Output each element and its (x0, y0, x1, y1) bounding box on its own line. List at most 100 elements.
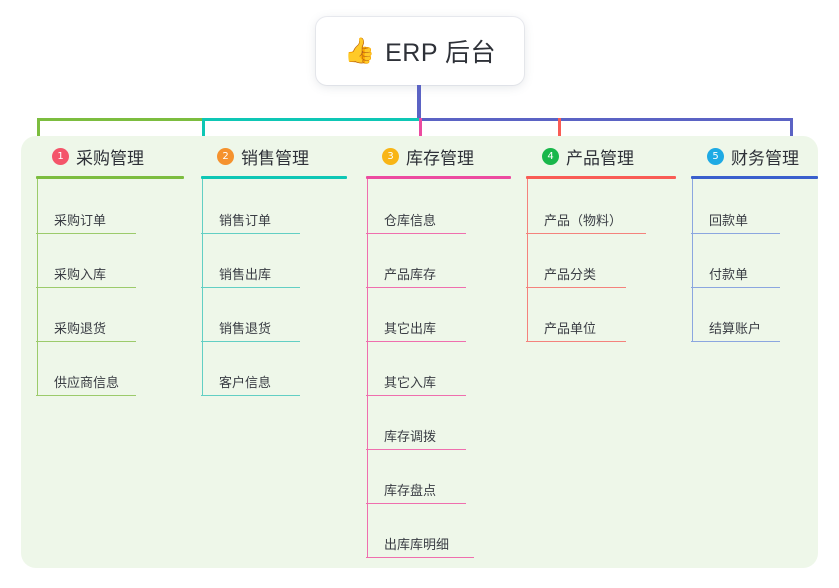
root-node-content: 👍 ERP 后台 (344, 33, 496, 69)
column-drop-connector-5 (790, 118, 793, 152)
leaf-item[interactable]: 结算账户 (691, 304, 839, 342)
leaf-item-label: 产品（物料） (544, 213, 623, 228)
leaf-item-underline (201, 341, 300, 342)
column-badge-4: 4 (542, 147, 559, 165)
column-badge-3: 3 (382, 147, 399, 165)
leaf-item-label: 产品分类 (544, 267, 597, 282)
leaf-item-underline (36, 395, 136, 396)
leaf-item[interactable]: 销售订单 (201, 196, 351, 234)
leaf-item[interactable]: 采购退货 (36, 304, 186, 342)
leaf-item-label: 销售订单 (219, 213, 272, 228)
root-trunk-connector (417, 85, 421, 121)
leaf-item[interactable]: 产品分类 (526, 250, 676, 288)
column-drop-connector-4 (558, 118, 561, 152)
leaf-item-label: 采购退货 (54, 321, 107, 336)
categories-panel (21, 136, 818, 568)
leaf-item[interactable]: 供应商信息 (36, 358, 186, 396)
column-header-2[interactable]: 2 销售管理 (201, 144, 309, 168)
leaf-item-underline (36, 341, 136, 342)
leaf-item[interactable]: 其它入库 (366, 358, 516, 396)
leaf-item-underline (36, 287, 136, 288)
leaf-item-underline (366, 449, 466, 450)
leaf-item-label: 库存调拨 (384, 429, 437, 444)
root-node[interactable]: 👍 ERP 后台 (316, 17, 524, 85)
column-header-3[interactable]: 3 库存管理 (366, 144, 474, 168)
column-badge-5: 5 (707, 147, 724, 165)
column-underline-1 (36, 176, 184, 179)
leaf-item-underline (366, 233, 466, 234)
leaf-item[interactable]: 采购入库 (36, 250, 186, 288)
leaf-item[interactable]: 产品库存 (366, 250, 516, 288)
leaf-item-underline (201, 287, 300, 288)
column-header-1[interactable]: 1 采购管理 (36, 144, 144, 168)
column-title-3: 库存管理 (406, 148, 474, 168)
column-underline-5 (691, 176, 818, 179)
leaf-item-underline (691, 287, 780, 288)
leaf-item-underline (366, 287, 466, 288)
leaf-item[interactable]: 出库库明细 (366, 520, 516, 558)
leaf-item[interactable]: 仓库信息 (366, 196, 516, 234)
leaf-item-label: 其它入库 (384, 375, 437, 390)
leaf-item-label: 供应商信息 (54, 375, 120, 390)
leaf-item[interactable]: 销售退货 (201, 304, 351, 342)
leaf-item[interactable]: 客户信息 (201, 358, 351, 396)
leaf-item[interactable]: 回款单 (691, 196, 839, 234)
leaf-item-label: 回款单 (709, 213, 749, 228)
leaf-item-label: 采购入库 (54, 267, 107, 282)
connector-bar-segment-1 (37, 118, 205, 121)
leaf-item-underline (526, 341, 626, 342)
leaf-item[interactable]: 库存盘点 (366, 466, 516, 504)
column-badge-1: 1 (52, 147, 69, 165)
leaf-item-underline (691, 341, 780, 342)
leaf-item[interactable]: 付款单 (691, 250, 839, 288)
leaf-item-underline (36, 233, 136, 234)
leaf-item-label: 出库库明细 (384, 537, 450, 552)
leaf-item-underline (526, 287, 626, 288)
column-title-2: 销售管理 (241, 148, 309, 168)
leaf-item-label: 销售出库 (219, 267, 272, 282)
category-column-1: 1 采购管理 (36, 144, 144, 168)
leaf-item-label: 仓库信息 (384, 213, 437, 228)
column-underline-3 (366, 176, 511, 179)
leaf-item[interactable]: 销售出库 (201, 250, 351, 288)
leaf-item[interactable]: 产品单位 (526, 304, 676, 342)
leaf-item-underline (691, 233, 780, 234)
column-drop-connector-1 (37, 118, 40, 152)
leaf-item[interactable]: 其它出库 (366, 304, 516, 342)
connector-bar-segment-2 (202, 118, 422, 121)
leaf-item[interactable]: 库存调拨 (366, 412, 516, 450)
category-column-2: 2 销售管理 (201, 144, 309, 168)
column-header-4[interactable]: 4 产品管理 (526, 144, 634, 168)
leaf-item[interactable]: 采购订单 (36, 196, 186, 234)
column-spine-5 (692, 179, 693, 342)
leaf-item-underline (366, 341, 466, 342)
column-header-5[interactable]: 5 财务管理 (691, 144, 799, 168)
leaf-item-label: 采购订单 (54, 213, 107, 228)
leaf-item-underline (201, 233, 300, 234)
column-spine-3 (367, 179, 368, 558)
connector-bar-segment-3 (419, 118, 793, 121)
leaf-item-label: 其它出库 (384, 321, 437, 336)
leaf-item-label: 产品库存 (384, 267, 437, 282)
column-drop-connector-2 (202, 118, 205, 152)
column-underline-2 (201, 176, 347, 179)
column-badge-2: 2 (217, 147, 234, 165)
thumbs-up-icon: 👍 (343, 36, 376, 65)
leaf-item-underline (201, 395, 300, 396)
leaf-item-label: 产品单位 (544, 321, 597, 336)
category-column-3: 3 库存管理 (366, 144, 474, 168)
column-spine-4 (527, 179, 528, 342)
column-title-1: 采购管理 (76, 148, 144, 168)
leaf-item-underline (366, 503, 466, 504)
column-underline-4 (526, 176, 676, 179)
leaf-item-label: 结算账户 (709, 321, 762, 336)
leaf-item[interactable]: 产品（物料） (526, 196, 676, 234)
leaf-item-label: 库存盘点 (384, 483, 437, 498)
category-column-4: 4 产品管理 (526, 144, 634, 168)
leaf-item-underline (366, 395, 466, 396)
column-title-4: 产品管理 (566, 148, 634, 168)
column-title-5: 财务管理 (731, 148, 799, 168)
leaf-item-label: 客户信息 (219, 375, 272, 390)
leaf-item-underline (366, 557, 474, 558)
